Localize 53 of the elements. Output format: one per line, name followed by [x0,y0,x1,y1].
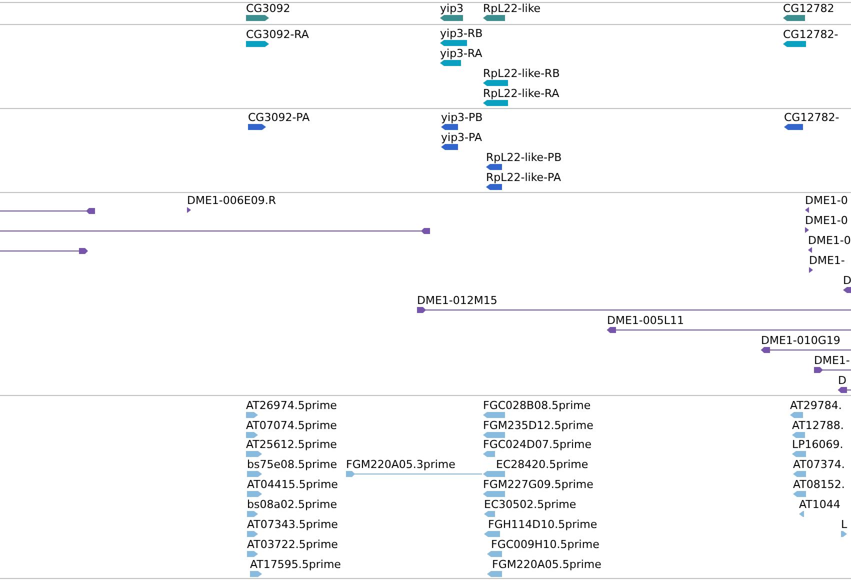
feature-label: AT12788. [792,419,844,432]
feature-label: AT08152. [793,478,845,491]
feature-label: yip3-RB [440,27,483,40]
feature-label: D [843,274,851,287]
feature-label: DME1-010G19 [761,334,840,347]
feature-label: DME1-0 [805,214,848,227]
feature-label: FGC024D07.5prime [483,438,592,451]
feature-label: AT26974.5prime [246,399,337,412]
feature-label: RpL22-like [483,2,541,15]
feature-label: DME1- [809,254,845,267]
feature-label: L [841,518,848,531]
feature-label: AT07343.5prime [247,518,338,531]
feature-label: FGM220A05.3prime [346,458,456,471]
feature-label: CG3092 [246,2,290,15]
feature-label: yip3-PB [441,111,483,124]
feature-label: DME1- [814,354,850,367]
feature-label: CG3092-RA [246,28,309,41]
feature-label: EC28420.5prime [496,458,588,471]
feature-label: DME1-006E09.R [187,194,276,207]
feature-label: AT29784. [790,399,842,412]
feature-label: AT07374. [793,458,845,471]
feature-label: RpL22-like-PB [486,151,562,164]
feature-label: CG12782- [783,28,838,41]
feature-label: FGC009H10.5prime [491,538,600,551]
feature-label: DME1-0 [808,234,851,247]
feature-label: EC30502.5prime [484,498,576,511]
feature-label: LP16069. [792,438,844,451]
feature-label: DME1-012M15 [417,294,498,307]
feature-label: CG12782 [783,2,834,15]
feature-label: RpL22-like-PA [486,171,562,184]
feature-label: AT07074.5prime [246,419,337,432]
feature-label: AT03722.5prime [247,538,338,551]
feature-label: yip3-PA [441,131,482,144]
feature-label: FGM227G09.5prime [483,478,594,491]
feature-label: D [838,374,846,387]
feature-label: RpL22-like-RA [483,87,560,100]
feature-label: FGM235D12.5prime [483,419,594,432]
feature-label: DME1-0 [805,194,848,207]
feature-label: yip3 [440,2,464,15]
feature-label: DME1-005L11 [607,314,684,327]
feature-label: yip3-RA [440,47,482,60]
feature-label: AT25612.5prime [246,438,337,451]
feature-label: bs75e08.5prime [247,458,338,471]
feature-label: FGC028B08.5prime [483,399,591,412]
feature-label: RpL22-like-RB [483,67,560,80]
feature-label: CG12782- [784,111,840,124]
feature-label: FGM220A05.5prime [492,558,602,571]
feature-label: CG3092-PA [248,111,310,124]
feature-label: bs08a02.5prime [247,498,337,511]
feature-label: AT04415.5prime [247,478,338,491]
feature-label: FGH114D10.5prime [488,518,598,531]
feature-label: AT17595.5prime [250,558,341,571]
feature-label: AT1044 [799,498,840,511]
